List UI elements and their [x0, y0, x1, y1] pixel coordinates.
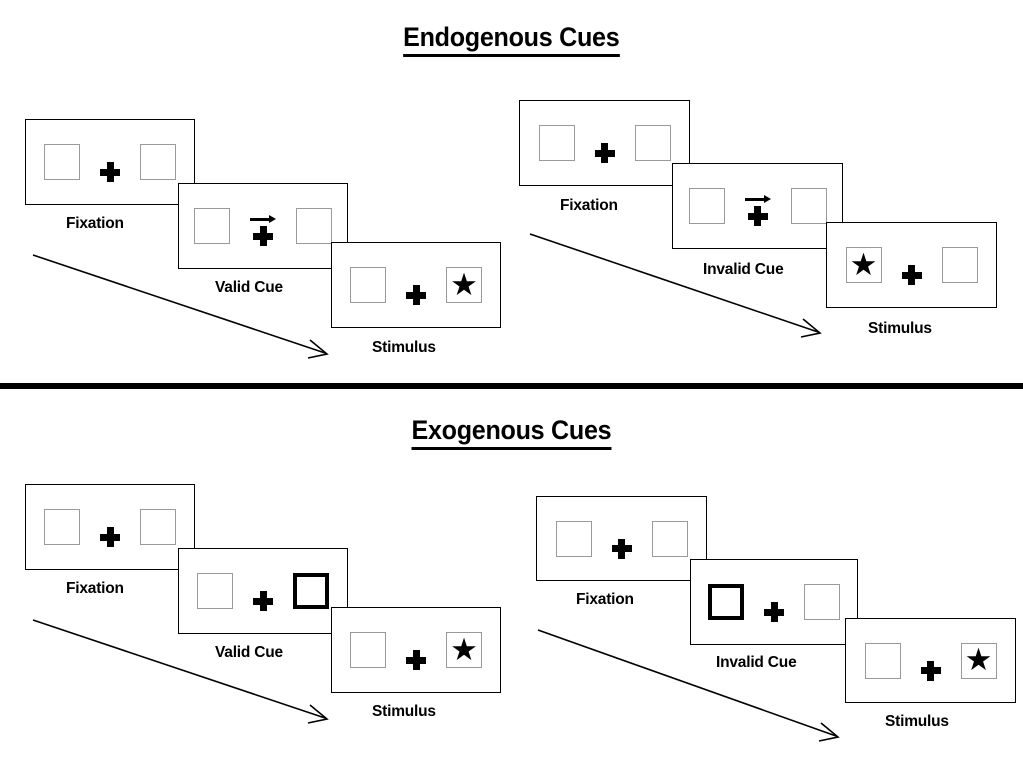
- star-icon: ★: [964, 642, 993, 677]
- stimulus-box-left: [538, 125, 575, 161]
- panel-endogenous-valid-stimulus: ★: [331, 242, 501, 328]
- stimulus-box-left: [197, 573, 233, 609]
- stimulus-box-right: ★: [960, 642, 997, 679]
- center-column: [253, 571, 273, 611]
- stimulus-box-left: [555, 520, 592, 557]
- panel-exogenous-invalid-fixation: [536, 496, 707, 581]
- panel-exogenous-invalid-cue: [690, 559, 858, 645]
- star-icon: ★: [450, 266, 478, 302]
- panel-caption-fixation: Fixation: [66, 215, 124, 232]
- panel-caption-valid-cue: Valid Cue: [215, 644, 283, 661]
- cue-arrow-right-icon: [744, 195, 771, 204]
- stimulus-box-left: [350, 267, 386, 303]
- stimulus-box-left: [44, 509, 80, 545]
- stimulus-box-left: [864, 642, 901, 679]
- stimulus-box-right: [790, 188, 827, 224]
- stimulus-box-right: [651, 520, 688, 557]
- fixation-plus-icon: [764, 602, 784, 622]
- section-title-endogenous-text: Endogenous Cues: [403, 22, 620, 57]
- panel-caption-invalid-cue: Invalid Cue: [716, 654, 797, 671]
- stimulus-box-right: ★: [446, 267, 482, 303]
- fixation-plus-icon: [594, 143, 615, 163]
- center-column: [901, 245, 922, 285]
- panel-endogenous-valid-fixation: [25, 119, 195, 205]
- panel-caption-stimulus: Stimulus: [885, 713, 949, 730]
- time-arrow-endogenous-invalid: [529, 233, 822, 338]
- panel-caption-stimulus: Stimulus: [372, 703, 436, 720]
- center-column: [611, 519, 632, 559]
- stimulus-box-right: ★: [446, 632, 482, 668]
- stimulus-box-left-cued: [708, 584, 744, 620]
- cue-arrow-right-icon: [250, 215, 276, 224]
- fixation-plus-icon: [901, 265, 922, 285]
- center-column: [406, 630, 426, 670]
- panel-caption-fixation: Fixation: [66, 580, 124, 597]
- time-arrow-exogenous-valid: [32, 619, 329, 724]
- stimulus-box-right: [634, 125, 671, 161]
- center-column: [250, 206, 276, 246]
- fixation-plus-icon: [920, 660, 941, 681]
- panel-caption-stimulus: Stimulus: [372, 339, 436, 356]
- stimulus-box-left: [194, 208, 230, 244]
- fixation-plus-icon: [100, 162, 120, 182]
- center-column: [744, 186, 771, 226]
- panel-caption-fixation: Fixation: [576, 591, 634, 608]
- fixation-plus-icon: [100, 527, 120, 547]
- stimulus-box-right: [804, 584, 840, 620]
- section-title-endogenous: Endogenous Cues: [0, 22, 1023, 57]
- fixation-plus-icon: [406, 285, 426, 305]
- star-icon: ★: [849, 246, 878, 282]
- center-column: [920, 641, 941, 681]
- stimulus-box-right: [140, 509, 176, 545]
- fixation-plus-icon: [747, 206, 768, 226]
- panel-endogenous-invalid-stimulus: ★: [826, 222, 997, 308]
- panel-endogenous-invalid-cue: [672, 163, 843, 249]
- stimulus-box-left: [44, 144, 80, 180]
- fixation-plus-icon: [253, 226, 273, 246]
- center-column: [594, 123, 615, 163]
- star-icon: ★: [450, 631, 478, 667]
- fixation-plus-icon: [253, 591, 273, 611]
- panel-caption-invalid-cue: Invalid Cue: [703, 261, 784, 278]
- panel-endogenous-invalid-fixation: [519, 100, 690, 186]
- panel-caption-fixation: Fixation: [560, 197, 618, 214]
- stimulus-box-right-cued: [293, 573, 329, 609]
- panel-caption-stimulus: Stimulus: [868, 320, 932, 337]
- panel-exogenous-valid-stimulus: ★: [331, 607, 501, 693]
- time-arrow-endogenous-valid: [32, 254, 329, 359]
- section-title-exogenous: Exogenous Cues: [0, 415, 1023, 450]
- center-column: [406, 265, 426, 305]
- stimulus-box-left: [688, 188, 725, 224]
- panel-exogenous-valid-cue: [178, 548, 348, 634]
- panel-exogenous-valid-fixation: [25, 484, 195, 570]
- stimulus-box-right: [296, 208, 332, 244]
- stimulus-box-left: ★: [845, 246, 882, 283]
- stimulus-box-left: [350, 632, 386, 668]
- stimulus-box-right: [140, 144, 176, 180]
- panel-exogenous-invalid-stimulus: ★: [845, 618, 1016, 703]
- section-divider: [0, 383, 1023, 389]
- center-column: [764, 582, 784, 622]
- fixation-plus-icon: [611, 538, 632, 559]
- center-column: [100, 142, 120, 182]
- time-arrow-exogenous-invalid: [537, 629, 840, 742]
- panel-endogenous-valid-cue: [178, 183, 348, 269]
- stimulus-box-right: [941, 247, 978, 283]
- center-column: [100, 507, 120, 547]
- section-title-exogenous-text: Exogenous Cues: [411, 415, 612, 450]
- fixation-plus-icon: [406, 650, 426, 670]
- panel-caption-valid-cue: Valid Cue: [215, 279, 283, 296]
